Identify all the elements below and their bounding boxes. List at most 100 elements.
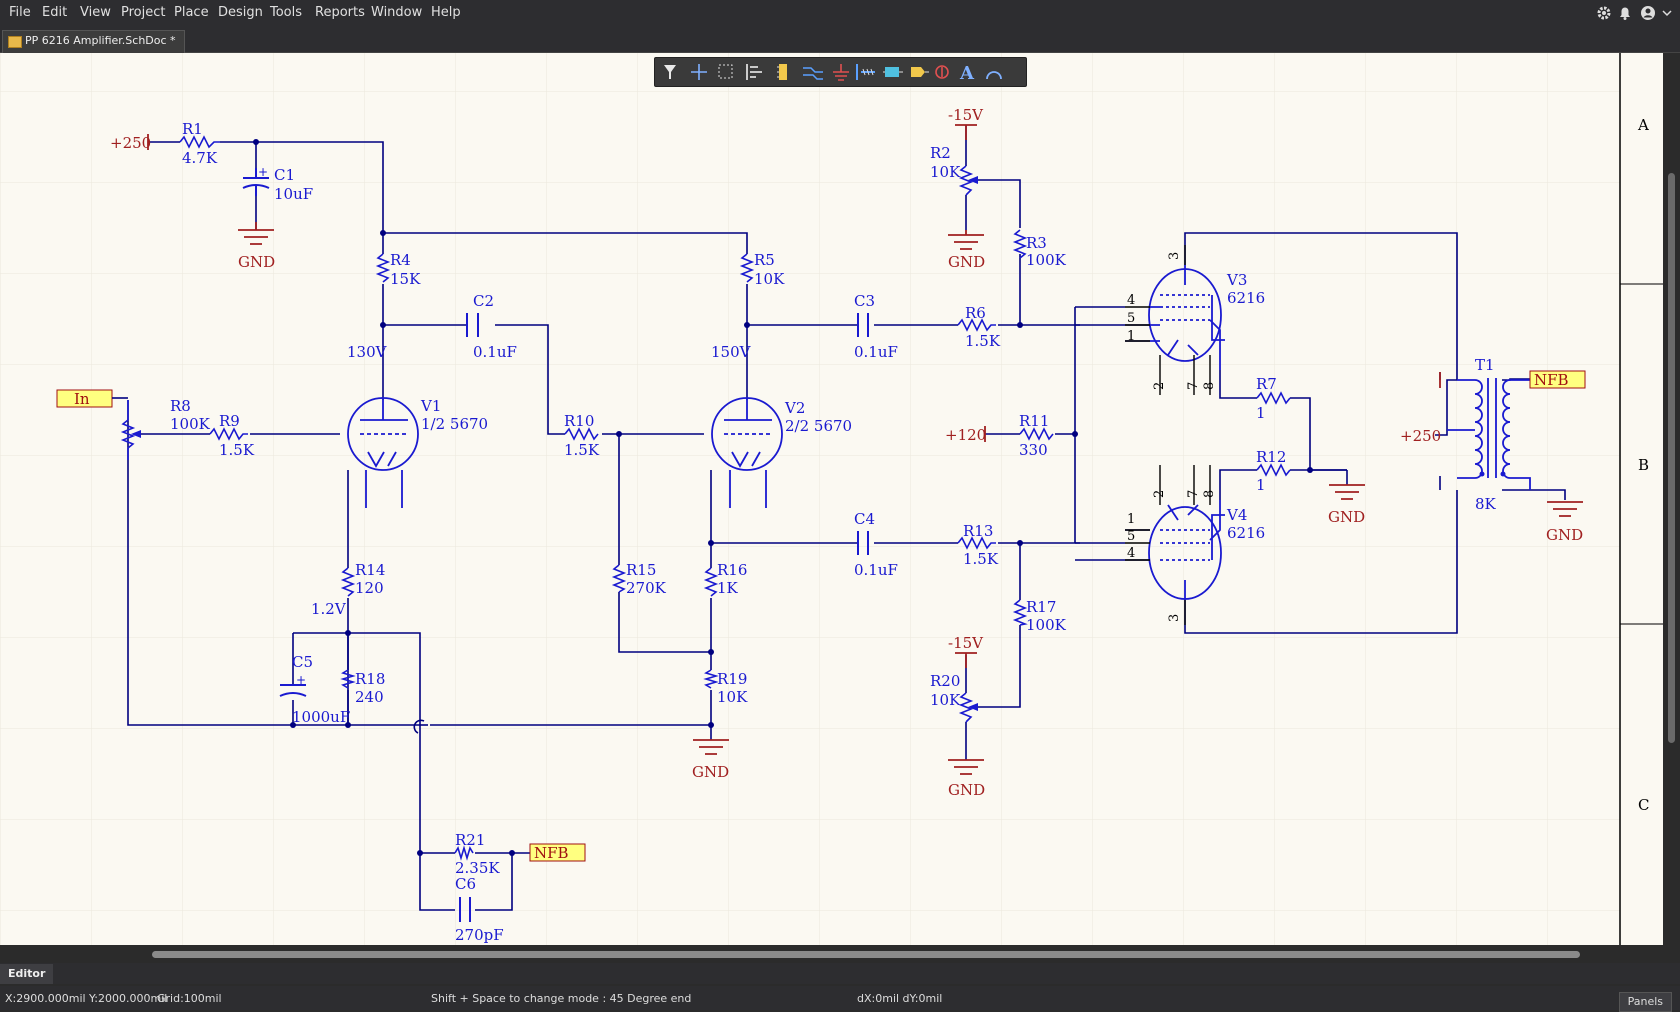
menu-place[interactable]: Place [174,5,209,20]
r16-value[interactable]: 1K [717,579,739,597]
schematic-canvas[interactable]: A B C [0,53,1680,945]
chevron-down-icon[interactable] [1659,5,1675,21]
vertical-scrollbar[interactable] [1663,53,1680,945]
r1-value[interactable]: 4.7K [182,149,218,167]
vertical-scroll-thumb[interactable] [1668,173,1675,743]
gnd-label-3[interactable]: GND [692,763,729,781]
menu-tools[interactable]: Tools [270,5,303,20]
r11-designator[interactable]: R11 [1019,412,1049,430]
user-icon[interactable] [1640,5,1656,21]
menu-window[interactable]: Window [371,5,423,20]
net-label-130v[interactable]: 130V [347,343,388,361]
r16-designator[interactable]: R16 [717,561,747,579]
power-label-250-right[interactable]: +250 [1400,427,1441,445]
gnd-label-4[interactable]: GND [948,781,985,799]
r4-designator[interactable]: R4 [390,251,411,269]
r4-value[interactable]: 15K [390,270,421,288]
harness-icon[interactable] [883,67,903,77]
r20-value[interactable]: 10K [930,691,961,709]
select-rect-icon[interactable] [718,64,733,79]
net-label-150v[interactable]: 150V [711,343,752,361]
r5-value[interactable]: 10K [754,270,785,288]
r6-value[interactable]: 1.5K [965,332,1001,350]
v4-designator[interactable]: V4 [1226,506,1247,524]
c1-designator[interactable]: C1 [274,166,295,184]
r19-value[interactable]: 10K [717,688,748,706]
power-label-minus15-bottom[interactable]: -15V [948,634,984,652]
t1-designator[interactable]: T1 [1475,356,1495,374]
r18-value[interactable]: 240 [355,688,384,706]
menu-reports[interactable]: Reports [315,5,365,20]
panels-button[interactable]: Panels [1618,992,1672,1012]
horizontal-scrollbar[interactable] [0,945,1680,963]
r8-value[interactable]: 100K [170,415,211,433]
menu-file[interactable]: File [9,5,31,20]
port-nfb-feedback[interactable]: NFB [1534,371,1569,389]
c3-value[interactable]: 0.1uF [854,343,898,361]
r3-designator[interactable]: R3 [1026,234,1047,252]
r7-designator[interactable]: R7 [1256,375,1277,393]
no-erc-icon[interactable] [935,65,949,79]
menu-design[interactable]: Design [218,5,263,20]
menu-help[interactable]: Help [431,5,461,20]
bell-icon[interactable] [1617,5,1633,21]
r13-value[interactable]: 1.5K [963,550,999,568]
net-label-1-2v[interactable]: 1.2V [311,600,347,618]
r3-value[interactable]: 100K [1026,251,1067,269]
r9-value[interactable]: 1.5K [219,441,255,459]
power-label-minus15-top[interactable]: -15V [948,106,984,124]
r15-value[interactable]: 270K [626,579,667,597]
document-tab[interactable]: PP 6216 Amplifier.SchDoc * [2,30,185,53]
bus-icon[interactable] [856,64,875,80]
text-icon[interactable]: A [959,63,975,84]
c2-value[interactable]: 0.1uF [473,343,517,361]
c2-designator[interactable]: C2 [473,292,494,310]
power-label-120[interactable]: +120 [945,426,986,444]
horizontal-scroll-thumb[interactable] [152,951,1580,958]
r21-designator[interactable]: R21 [455,831,485,849]
menu-view[interactable]: View [80,5,111,20]
c5-designator[interactable]: C5 [292,653,313,671]
v3-designator[interactable]: V3 [1226,271,1247,289]
editor-tab[interactable]: Editor [0,964,54,984]
align-icon[interactable] [746,64,762,80]
v4-value[interactable]: 6216 [1227,524,1265,542]
r8-designator[interactable]: R8 [170,397,191,415]
r20-designator[interactable]: R20 [930,672,960,690]
t1-value[interactable]: 8K [1475,495,1497,513]
r7-value[interactable]: 1 [1256,404,1266,422]
r6-designator[interactable]: R6 [965,304,986,322]
r21-value[interactable]: 2.35K [455,859,500,877]
gear-icon[interactable] [1596,5,1612,21]
r17-designator[interactable]: R17 [1026,598,1056,616]
c5-value[interactable]: 1000uF [292,708,350,726]
r17-value[interactable]: 100K [1026,616,1067,634]
r14-value[interactable]: 120 [355,579,384,597]
power-label-250-left[interactable]: +250 [110,134,151,152]
gnd-label-6[interactable]: GND [1546,526,1583,544]
port-in[interactable]: In [74,390,90,408]
r10-value[interactable]: 1.5K [564,441,600,459]
r2-designator[interactable]: R2 [930,144,951,162]
menu-edit[interactable]: Edit [42,5,68,20]
gnd-label-2[interactable]: GND [948,253,985,271]
c6-designator[interactable]: C6 [455,875,476,893]
r14-designator[interactable]: R14 [355,561,385,579]
r18-designator[interactable]: R18 [355,670,385,688]
port-icon[interactable] [911,67,929,77]
r12-value[interactable]: 1 [1256,476,1266,494]
r19-designator[interactable]: R19 [717,670,747,688]
place-part-icon[interactable] [777,64,787,80]
r2-value[interactable]: 10K [930,163,961,181]
r10-designator[interactable]: R10 [564,412,594,430]
r1-designator[interactable]: R1 [182,120,203,138]
r9-designator[interactable]: R9 [219,412,240,430]
v2-value[interactable]: 2/2 5670 [785,417,852,435]
v1-designator[interactable]: V1 [420,397,441,415]
v3-value[interactable]: 6216 [1227,289,1265,307]
gnd-label-1[interactable]: GND [238,253,275,271]
c6-value[interactable]: 270pF [455,926,504,944]
cross-probe-icon[interactable] [691,64,707,80]
c4-value[interactable]: 0.1uF [854,561,898,579]
power-port-icon[interactable] [833,64,849,81]
